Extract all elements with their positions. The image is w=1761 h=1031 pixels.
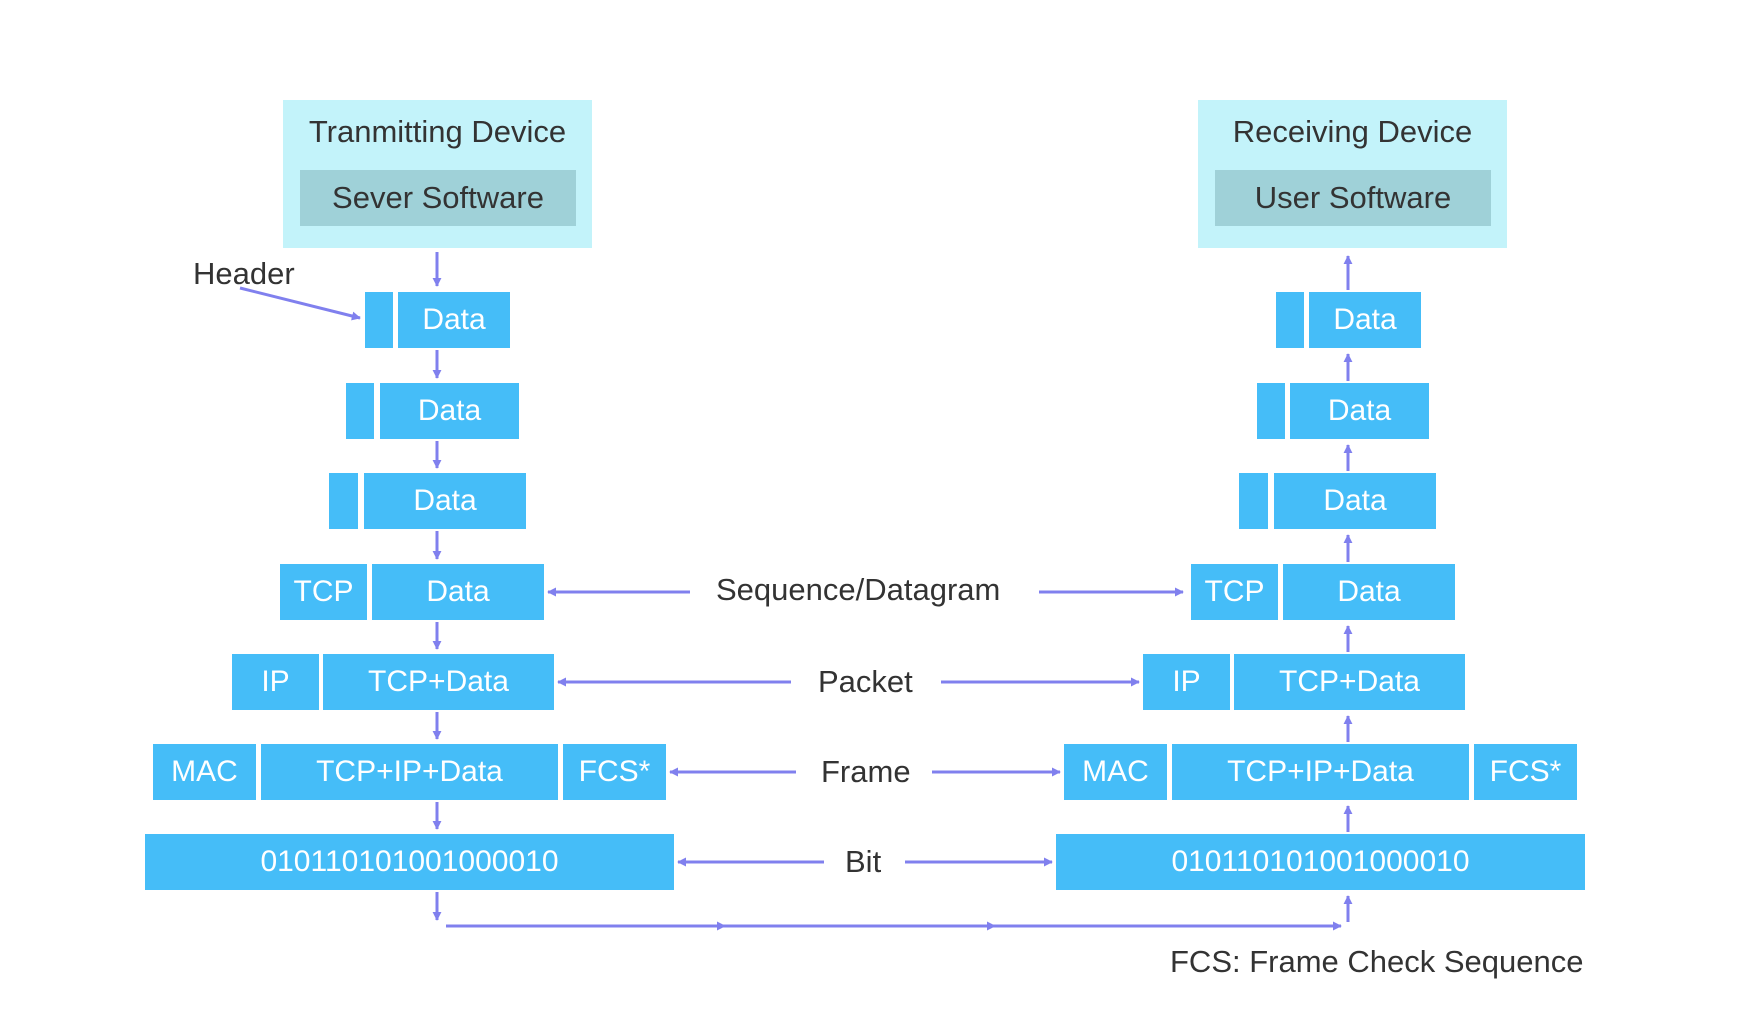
data-block: Data — [1274, 473, 1436, 529]
bit-stream-block: 010110101001000010 — [1056, 834, 1585, 890]
header-block — [1276, 292, 1304, 348]
receiving-device-title: Receiving Device — [1232, 114, 1473, 149]
data-block: Data — [1283, 564, 1455, 620]
bit-stream-block: 010110101001000010 — [145, 834, 674, 890]
data-block: Data — [398, 292, 510, 348]
data-block: Data — [372, 564, 544, 620]
tcp-data-block: TCP+Data — [323, 654, 554, 710]
fcs-footnote: FCS: Frame Check Sequence — [1170, 944, 1584, 979]
server-software-box: Sever Software — [300, 170, 576, 226]
mac-header-block: MAC — [1064, 744, 1167, 800]
transmitting-device-title: Tranmitting Device — [308, 114, 567, 149]
ip-header-block: IP — [1143, 654, 1230, 710]
fcs-block: FCS* — [1474, 744, 1577, 800]
tcp-data-block: TCP+Data — [1234, 654, 1465, 710]
header-block — [365, 292, 393, 348]
frame-label: Frame — [821, 754, 911, 789]
header-label: Header — [193, 256, 295, 291]
bit-label: Bit — [845, 844, 882, 879]
tcp-ip-data-block: TCP+IP+Data — [261, 744, 558, 800]
sequence-datagram-label: Sequence/Datagram — [716, 572, 1001, 607]
header-block — [329, 473, 358, 529]
transmitting-device-box: Tranmitting Device Sever Software — [283, 100, 592, 248]
data-block: Data — [364, 473, 526, 529]
receiving-device-box: Receiving Device User Software — [1198, 100, 1507, 248]
header-block — [346, 383, 374, 439]
header-pointer-arrow — [239, 286, 361, 321]
tcp-header-block: TCP — [1191, 564, 1278, 620]
mac-header-block: MAC — [153, 744, 256, 800]
tcp-header-block: TCP — [280, 564, 367, 620]
ip-header-block: IP — [232, 654, 319, 710]
fcs-block: FCS* — [563, 744, 666, 800]
data-block: Data — [1290, 383, 1429, 439]
packet-label: Packet — [818, 664, 913, 699]
tcp-ip-data-block: TCP+IP+Data — [1172, 744, 1469, 800]
user-software-box: User Software — [1215, 170, 1491, 226]
header-block — [1239, 473, 1268, 529]
data-block: Data — [1309, 292, 1421, 348]
data-block: Data — [380, 383, 519, 439]
header-block — [1257, 383, 1285, 439]
